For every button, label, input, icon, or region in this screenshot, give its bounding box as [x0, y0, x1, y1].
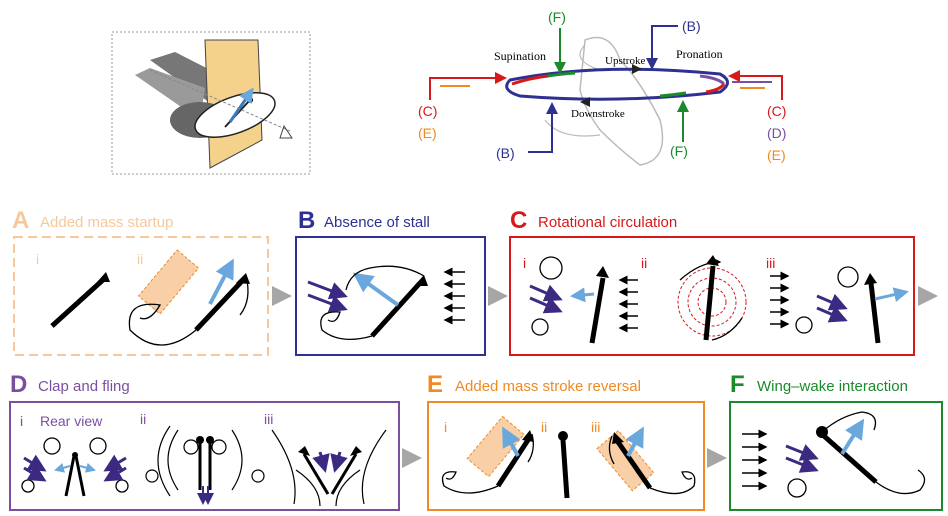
chevron-a-b: [272, 286, 292, 306]
callout-e-left: (E): [418, 125, 437, 141]
panel-d-sub-ii: ii: [140, 411, 146, 427]
stroke-cycle-diagram: Supination Upstroke Pronation Downstroke…: [418, 9, 786, 166]
panel-a-sub-i: i: [36, 251, 39, 267]
panel-a-frame: [13, 236, 269, 356]
panel-e-sub-iii: iii: [591, 419, 600, 435]
callout-d-right: (D): [767, 125, 786, 141]
panel-c-sub-iii: iii: [766, 255, 775, 271]
chevron-b-c: [488, 286, 508, 306]
panel-d-sub-i: i: [20, 413, 23, 429]
callout-e-right: (E): [767, 147, 786, 163]
panel-d-sub-iii: iii: [264, 411, 273, 427]
panel-c-sub-i: i: [523, 255, 526, 271]
panel-f-letter: F: [730, 371, 745, 398]
callout-f-bottom: (F): [670, 143, 688, 159]
chevron-e-f: [707, 448, 727, 468]
panel-a: A Added mass startup i ii: [12, 207, 292, 356]
panel-d: D Clap and fling i Rear view ii iii: [9, 371, 422, 511]
panel-e-letter: E: [427, 371, 443, 398]
panel-a-letter: A: [12, 207, 29, 234]
panel-e: E Added mass stroke reversal i ii iii: [427, 371, 727, 511]
panel-e-title: Added mass stroke reversal: [455, 378, 641, 395]
panel-d-rear-view: Rear view: [40, 413, 103, 429]
chevron-d-e: [402, 448, 422, 468]
callout-f-top: (F): [548, 9, 566, 25]
panel-d-frame: [9, 401, 400, 511]
panel-c: C Rotational circulation i ii iii: [509, 207, 938, 356]
panel-a-sub-ii: ii: [137, 251, 143, 267]
arrow-b-bottom: [528, 102, 558, 153]
panel-f: F Wing–wake interaction: [729, 371, 943, 511]
label-downstroke: Downstroke: [571, 108, 625, 120]
label-supination: Supination: [494, 49, 546, 63]
callout-b-top: (B): [682, 18, 701, 34]
panel-b-frame: [295, 236, 486, 356]
callout-b-bottom: (B): [496, 145, 515, 161]
panel-c-sub-ii: ii: [641, 255, 647, 271]
arrow-c-right: [728, 70, 783, 100]
label-pronation: Pronation: [676, 47, 723, 61]
chevron-c-end: [918, 286, 938, 306]
panel-c-frame: [509, 236, 915, 356]
panel-b-letter: B: [298, 207, 315, 234]
callout-c-left: (C): [418, 103, 437, 119]
panel-d-title: Clap and fling: [38, 378, 130, 395]
panel-d-letter: D: [10, 371, 27, 398]
label-upstroke: Upstroke: [605, 55, 645, 67]
insect-illustration: [111, 31, 311, 175]
panel-a-title: Added mass startup: [40, 214, 173, 231]
arrow-c-left: [429, 72, 507, 100]
arrow-b-top: [646, 25, 678, 70]
callout-c-right: (C): [767, 103, 786, 119]
panel-c-letter: C: [510, 207, 527, 234]
panel-e-sub-ii: ii: [541, 419, 547, 435]
panel-f-title: Wing–wake interaction: [757, 378, 908, 395]
panel-b: B Absence of stall: [295, 207, 508, 356]
panel-b-title: Absence of stall: [324, 214, 430, 231]
panel-e-frame: [427, 401, 705, 511]
panel-f-frame: [729, 401, 943, 511]
panel-c-title: Rotational circulation: [538, 214, 677, 231]
panel-e-sub-i: i: [444, 419, 447, 435]
